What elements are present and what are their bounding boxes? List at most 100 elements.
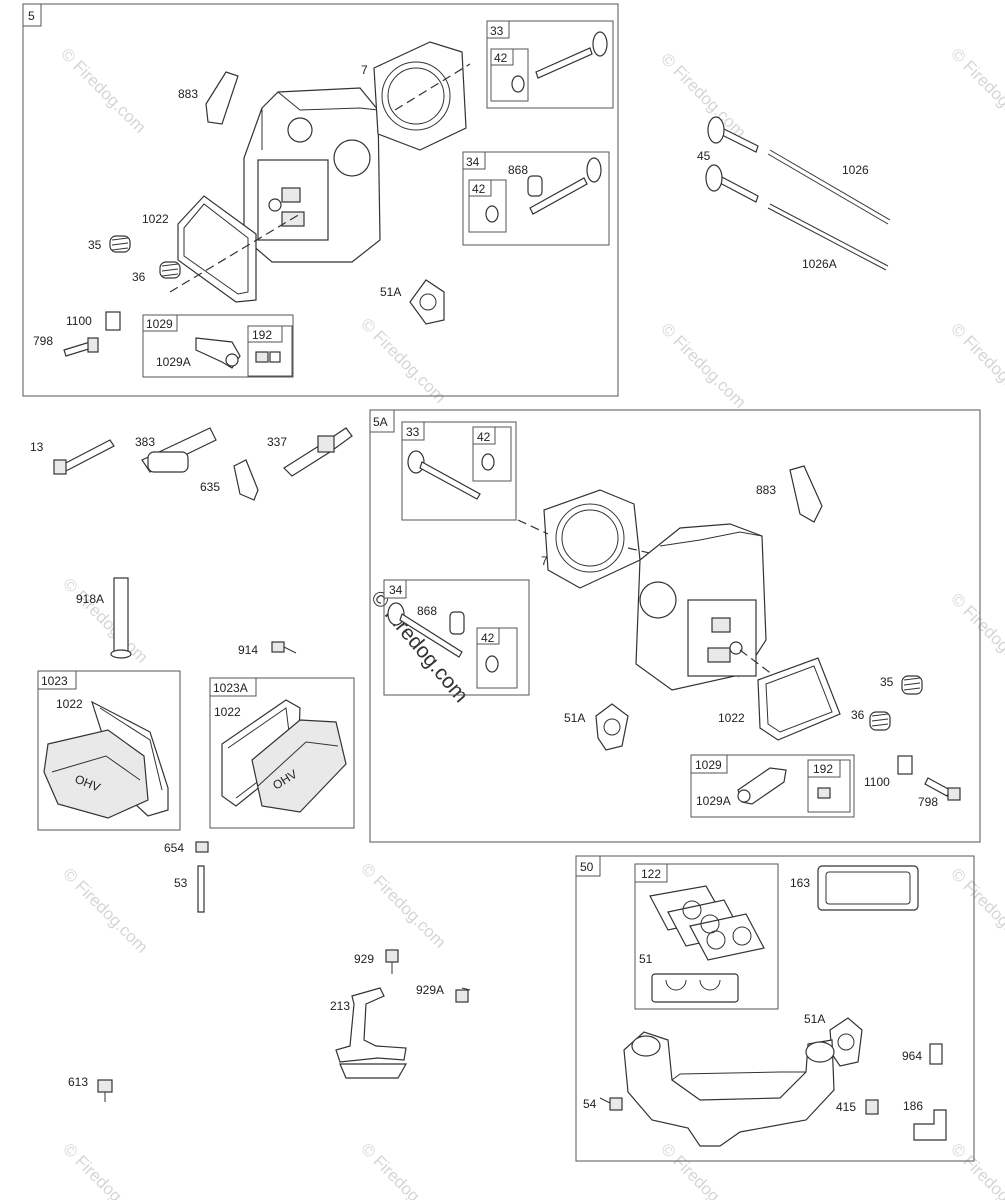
head-gasket	[373, 41, 467, 151]
section-number-box	[369, 409, 395, 433]
subbox-34	[462, 151, 610, 246]
tube-918A	[113, 577, 129, 653]
part-label: 929	[354, 952, 374, 966]
part-label: 868	[417, 604, 437, 618]
valve-intake	[535, 47, 593, 79]
watermark: © Firedog.com	[57, 44, 149, 136]
part-label: 45	[697, 149, 711, 163]
part-label: 613	[68, 1075, 88, 1089]
seal-868	[449, 611, 465, 635]
part-label: 635	[200, 480, 220, 494]
part-label: 868	[508, 163, 528, 177]
bolt-13	[59, 439, 115, 473]
nut-654	[195, 841, 209, 853]
valve-spring-35	[901, 675, 923, 695]
gasket-883	[789, 465, 823, 523]
part-label: 54	[583, 1097, 597, 1111]
part-label: 1029A	[696, 794, 731, 808]
bracket-213	[335, 987, 407, 1063]
section-frame	[22, 3, 619, 397]
part-label: 122	[641, 867, 661, 881]
valve-intake	[419, 461, 481, 500]
part-label: 192	[252, 328, 272, 342]
part-label: 163	[790, 876, 810, 890]
watermark: © Firedog.com	[947, 589, 1005, 681]
plug-415	[865, 1099, 879, 1115]
part-label: 186	[903, 1099, 923, 1113]
part-label: 7	[361, 63, 368, 77]
valve-spring-36	[159, 261, 181, 279]
part-label: 192	[813, 762, 833, 776]
part-label: 918A	[76, 592, 104, 606]
screw-914	[271, 641, 297, 654]
valve-spring-36	[869, 711, 891, 731]
valve-exhaust	[399, 613, 463, 658]
part-label: 654	[164, 841, 184, 855]
part-label: 33	[490, 24, 504, 38]
watermark: © Firedog.com	[947, 864, 1005, 956]
watermark: © Firedog.com	[357, 859, 449, 951]
part-label: 1026A	[802, 257, 837, 271]
subbox-1029	[690, 754, 855, 818]
intake-manifold	[623, 1031, 835, 1147]
part-label: 1029A	[156, 355, 191, 369]
part-label: 36	[132, 270, 146, 284]
part-label: 34	[389, 583, 403, 597]
part-label: 42	[494, 51, 508, 65]
watermark: © Firedog.com	[657, 319, 749, 411]
part-label: 42	[472, 182, 486, 196]
part-label: 1029	[695, 758, 722, 772]
cylinder-head	[243, 87, 381, 263]
gasket-51A	[595, 703, 629, 751]
bolt-54	[599, 1097, 623, 1111]
seal-868	[527, 175, 543, 197]
nut-192	[255, 351, 269, 363]
part-label: 7	[541, 554, 548, 568]
valve-cover	[43, 729, 149, 819]
section-frame	[369, 409, 981, 843]
watermark: © Firedog.com	[947, 44, 1005, 136]
part-label: 798	[33, 334, 53, 348]
cover-box-1023A: 1023A OHV 1022	[209, 677, 355, 829]
part-label: 337	[267, 435, 287, 449]
retainer-1100	[897, 755, 913, 775]
watermark: © Firedog.com	[947, 1139, 1005, 1200]
bolt-929	[385, 949, 399, 963]
part-label: 1100	[66, 314, 92, 328]
part-label: 51	[639, 952, 653, 966]
sleeve-964	[929, 1043, 943, 1065]
gasket-51A	[409, 279, 445, 325]
nut-192	[817, 787, 831, 799]
part-label: 42	[477, 430, 491, 444]
part-label: 1022	[56, 697, 83, 711]
section-5A: 5A	[369, 409, 981, 843]
part-label: 34	[466, 155, 480, 169]
valve-exhaust	[529, 177, 588, 215]
gasket-883	[205, 71, 239, 125]
part-label: 415	[836, 1100, 856, 1114]
valve-cover-gasket	[177, 195, 257, 303]
valve-cover	[251, 719, 347, 813]
part-label: 883	[178, 87, 198, 101]
watermark: © Firedog.com	[357, 1139, 449, 1200]
watermark: © Firedog.com	[657, 49, 749, 141]
part-label: 1022	[718, 711, 745, 725]
watermark: © Firedog.com	[59, 574, 151, 666]
part-label: 36	[851, 708, 865, 722]
retainer-1100	[105, 311, 121, 331]
part-label: 1026	[842, 163, 869, 177]
watermark: © Firedog.com	[59, 864, 151, 956]
subbox-33	[401, 421, 517, 521]
elbow-635	[233, 459, 259, 501]
watermark: © Firedog.com	[657, 1139, 749, 1200]
part-label: 51A	[804, 1012, 825, 1026]
part-label: 383	[135, 435, 155, 449]
watermark: © Firedog.com	[59, 1139, 151, 1200]
bolt-929A	[455, 989, 469, 1003]
section-number: 50	[580, 860, 594, 874]
subbox-34	[383, 579, 530, 696]
part-label: 914	[238, 643, 258, 657]
valve-cover-gasket	[757, 657, 841, 741]
part-label: 35	[88, 238, 102, 252]
